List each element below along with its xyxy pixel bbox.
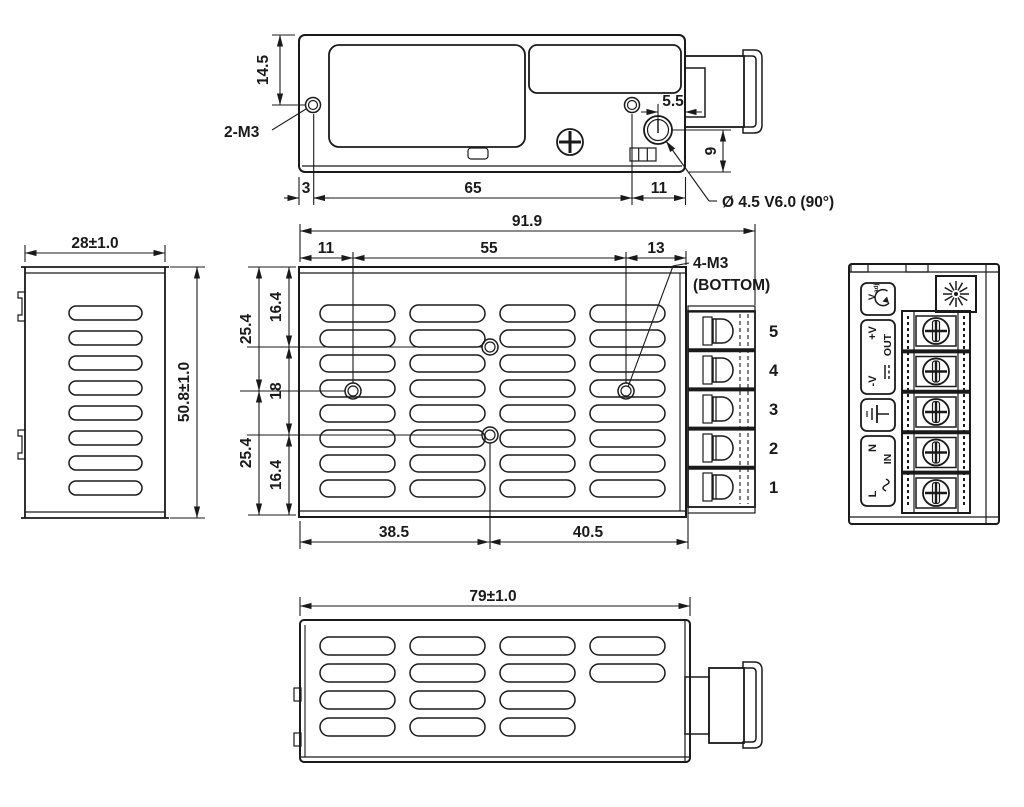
input-label-box [860, 435, 896, 507]
mounting-hole-right [623, 96, 641, 114]
dim-length: 79±1.0 [469, 588, 516, 605]
label-4-m3: 4-M3 [693, 255, 729, 272]
label-4-m3-bottom: (BOTTOM) [693, 277, 770, 294]
dim-half-bottom: 25.4 [238, 438, 255, 469]
output-label-box [860, 319, 896, 395]
main-view-dimensions: 91.9 11 55 13 4-M3 (BOTTOM) 25.4 16.4 18… [238, 213, 770, 549]
minus-v-label: -V [867, 375, 879, 387]
mounting-clip-bottom [17, 429, 25, 460]
dim-seg-left: 11 [318, 240, 335, 257]
dim-half-top: 25.4 [238, 314, 255, 345]
output-labels: -V +V OUT [867, 325, 894, 386]
vent-grid-small [629, 147, 657, 162]
mounting-hole-left [304, 96, 322, 114]
bottom-view: 79±1.0 [293, 588, 763, 763]
dim-seg-middle: 55 [480, 240, 498, 257]
side-view: 28±1.0 50.8±1.0 [17, 235, 205, 519]
main-vent-slots [319, 304, 666, 498]
input-labels: L N IN [867, 444, 894, 497]
clip-tab-top [293, 687, 302, 702]
vadj-v-label: V [867, 293, 878, 300]
dim-hole-span: 65 [464, 180, 482, 197]
side-vent-slots [68, 305, 143, 496]
dim-bottom-left: 38.5 [379, 524, 410, 541]
terminal-number-4: 4 [769, 362, 779, 380]
label-recess-left [328, 44, 526, 148]
neutral-label: N [867, 444, 879, 452]
dim-hole-to-edge: 11 [651, 180, 668, 197]
output-connector-top [684, 49, 763, 134]
mounting-clip-top [17, 291, 25, 322]
terminal-number-3: 3 [769, 401, 778, 419]
dim-depth: 28±1.0 [71, 235, 118, 252]
label-pot-hole: Ø 4.5 V6.0 (90°) [722, 194, 834, 211]
dim-inner-bottom: 16.4 [268, 460, 285, 491]
label-2-m3: 2-M3 [224, 124, 260, 141]
ac-symbol [882, 478, 890, 492]
in-label: IN [882, 454, 894, 465]
small-cutout [467, 147, 489, 160]
plus-v-label: +V [867, 325, 879, 339]
led-indicator [935, 275, 977, 313]
dim-height: 50.8±1.0 [176, 362, 193, 422]
terminal-number-1: 1 [769, 479, 778, 497]
dim-hole-from-top: 14.5 [255, 55, 272, 86]
dim-inner-middle: 18 [268, 382, 285, 400]
main-top-view: 5 4 3 2 1 91.9 11 55 13 4-M3 (BOTTOM) [238, 213, 779, 549]
bottom-case-outline [299, 619, 691, 763]
terminal-block-side [687, 305, 756, 514]
main-case-outline [298, 266, 687, 518]
label-recess-right [528, 44, 682, 94]
bottom-vent-slots [319, 636, 666, 737]
dim-pot-from-bottom: 9 [703, 146, 720, 155]
side-view-dimensions: 28±1.0 50.8±1.0 [24, 235, 205, 519]
case-screw [556, 128, 584, 156]
terminal-number-2: 2 [769, 440, 778, 458]
bottom-view-dimensions: 79±1.0 [299, 588, 691, 616]
top-view-dimensions: 14.5 2-M3 3 65 11 5.5 9 Ø 4.5 V6.0 (90° [224, 34, 834, 211]
dim-bottom-right: 40.5 [573, 524, 604, 541]
ground-label-box [860, 398, 896, 432]
terminal-block-front [901, 310, 971, 514]
vadj-label-box [860, 282, 896, 316]
dim-edge-to-hole: 3 [302, 180, 311, 197]
dim-seg-right: 13 [647, 240, 665, 257]
front-view: V adj -V +V OUT L N IN [848, 263, 1000, 525]
terminal-numbers: 5 4 3 2 1 [769, 323, 779, 497]
ground-symbol [866, 405, 889, 423]
dim-inner-top: 16.4 [268, 292, 285, 323]
dim-pot-from-edge: 5.5 [662, 93, 684, 110]
dim-overall-length: 91.9 [512, 213, 543, 230]
live-label: L [867, 490, 879, 497]
top-view: 14.5 2-M3 3 65 11 5.5 9 Ø 4.5 V6.0 (90° [224, 34, 834, 211]
clip-tab-bottom [293, 732, 302, 747]
vadj-symbol: V adj [867, 283, 890, 307]
top-view-case-outline [298, 34, 686, 173]
out-label: OUT [882, 333, 894, 356]
output-connector-bottom [684, 661, 763, 749]
terminal-number-5: 5 [769, 323, 778, 341]
vadj-sub-label: adj [873, 283, 880, 293]
